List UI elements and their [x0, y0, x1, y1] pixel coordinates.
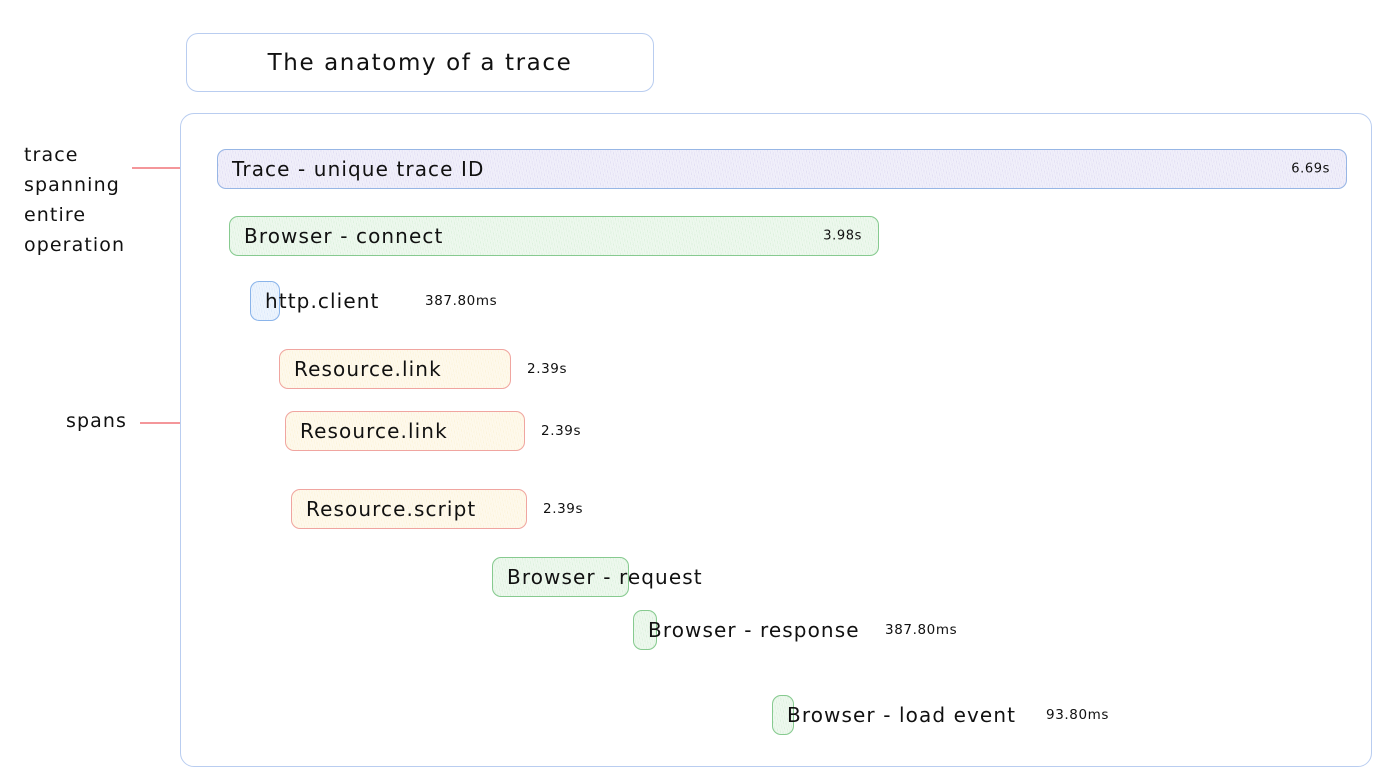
span-row[interactable]: Trace - unique trace ID 6.69s: [181, 146, 1371, 192]
span-bar[interactable]: Browser - load event: [772, 695, 1015, 735]
span-row[interactable]: Resource.link 2.39s: [181, 346, 1371, 392]
span-bar[interactable]: Resource.link: [279, 349, 511, 389]
span-duration: 93.80ms: [1046, 707, 1110, 723]
span-bar[interactable]: http.client: [250, 281, 378, 321]
span-duration: 2.39s: [543, 501, 584, 517]
span-duration: 6.69s: [1291, 161, 1330, 177]
span-duration: 387.80ms: [425, 293, 498, 309]
span-row[interactable]: Browser - request: [181, 554, 1371, 600]
span-duration: 3.98s: [823, 228, 862, 244]
spans-bracket-leader: [140, 422, 212, 424]
span-bar[interactable]: Browser - request: [492, 557, 702, 597]
span-name: Browser - request: [507, 565, 703, 589]
span-duration: 2.39s: [541, 423, 582, 439]
diagram-title-card: The anatomy of a trace: [186, 33, 654, 92]
span-name: http.client: [265, 289, 380, 313]
span-name: Resource.link: [300, 419, 448, 443]
span-name: Trace - unique trace ID: [232, 157, 485, 181]
trace-bracket-leader: [132, 167, 212, 169]
span-bar[interactable]: Browser - connect 3.98s: [229, 216, 879, 256]
span-bar[interactable]: Browser - response: [633, 610, 859, 650]
annotation-trace-label: trace spanning entire operation: [24, 144, 126, 256]
span-row[interactable]: Browser - load event 93.80ms: [181, 692, 1371, 738]
span-bar[interactable]: Trace - unique trace ID 6.69s: [217, 149, 1347, 189]
span-row[interactable]: Browser - response 387.80ms: [181, 607, 1371, 653]
span-duration: 387.80ms: [885, 622, 958, 638]
span-bar[interactable]: Resource.script: [291, 489, 527, 529]
span-name: Browser - load event: [787, 703, 1017, 727]
page-title: The anatomy of a trace: [267, 49, 573, 76]
annotation-spans-label: spans: [66, 410, 128, 432]
span-row[interactable]: http.client 387.80ms: [181, 278, 1371, 324]
span-name: Resource.link: [294, 357, 442, 381]
span-name: Resource.script: [306, 497, 477, 521]
span-name: Browser - connect: [244, 224, 444, 248]
span-row[interactable]: Resource.script 2.39s: [181, 486, 1371, 532]
span-row[interactable]: Browser - connect 3.98s: [181, 213, 1371, 259]
span-name: Browser - response: [648, 618, 860, 642]
span-row[interactable]: Resource.link 2.39s: [181, 408, 1371, 454]
span-duration: 2.39s: [527, 361, 568, 377]
span-bar[interactable]: Resource.link: [285, 411, 525, 451]
